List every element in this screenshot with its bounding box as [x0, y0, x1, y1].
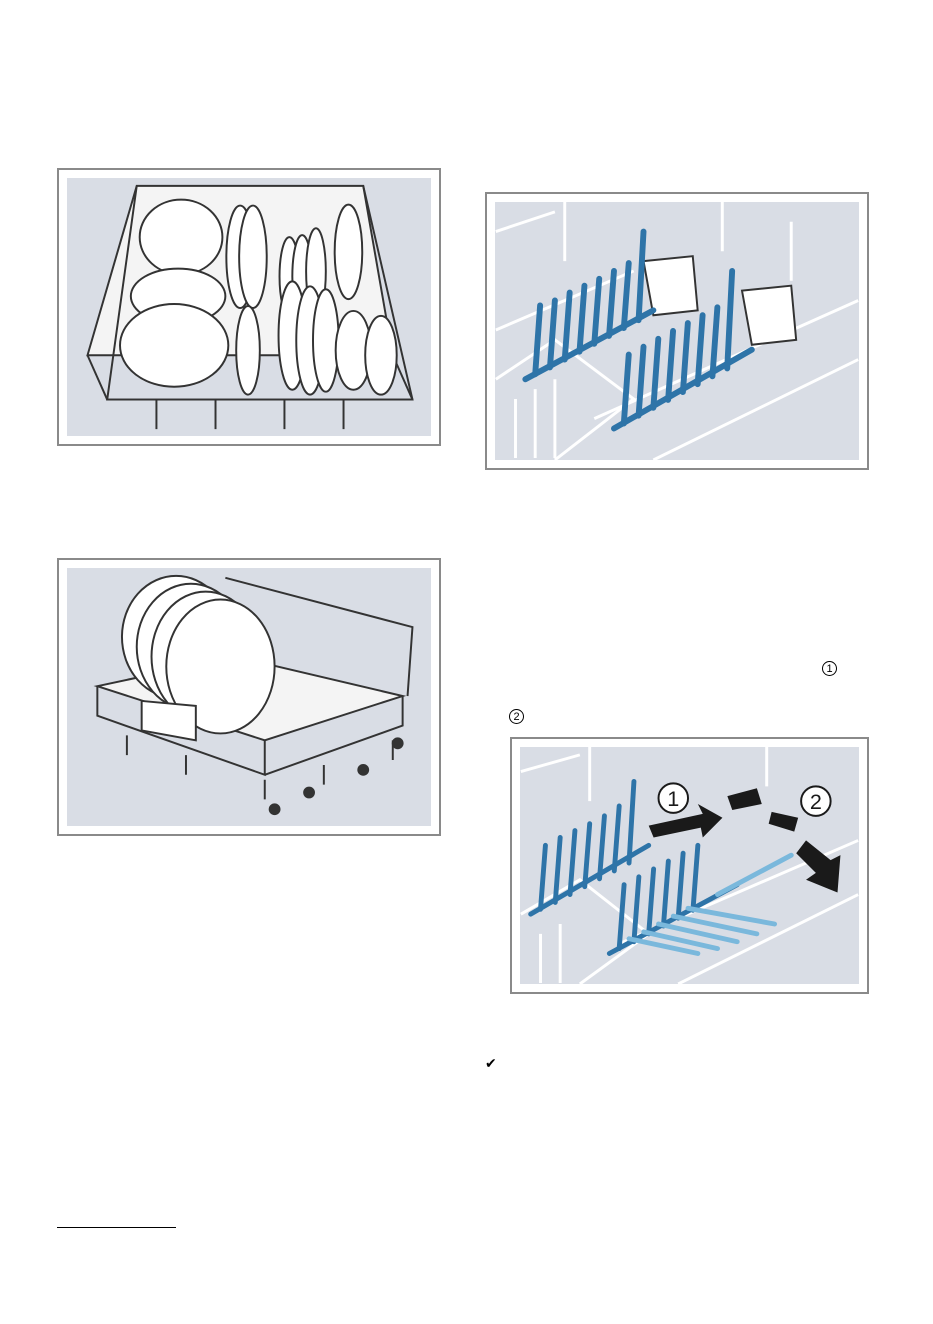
figure-plate-rack-folded-panel [495, 202, 859, 460]
figure-upper-basket-panel [67, 178, 431, 436]
figure-lower-basket-panel [67, 568, 431, 826]
lower-basket-illustration [67, 568, 431, 826]
figure-lower-basket [57, 558, 441, 836]
figure-upper-basket [57, 168, 441, 446]
result-checkmark: ✔ [485, 1056, 497, 1072]
step-marker-2: 2 [509, 709, 524, 724]
plate-rack-folded-illustration [495, 202, 859, 460]
footnote-separator [57, 1227, 176, 1228]
figure-callout-2: 2 [810, 789, 822, 814]
figure-plate-rack-unfold-panel: 1 2 [520, 747, 859, 984]
upper-basket-illustration [67, 178, 431, 436]
step-marker-1: 1 [822, 661, 837, 676]
figure-callout-1: 1 [667, 786, 679, 811]
figure-plate-rack-unfold: 1 2 [510, 737, 869, 994]
plate-rack-unfold-illustration: 1 2 [520, 747, 859, 984]
figure-plate-rack-folded [485, 192, 869, 470]
